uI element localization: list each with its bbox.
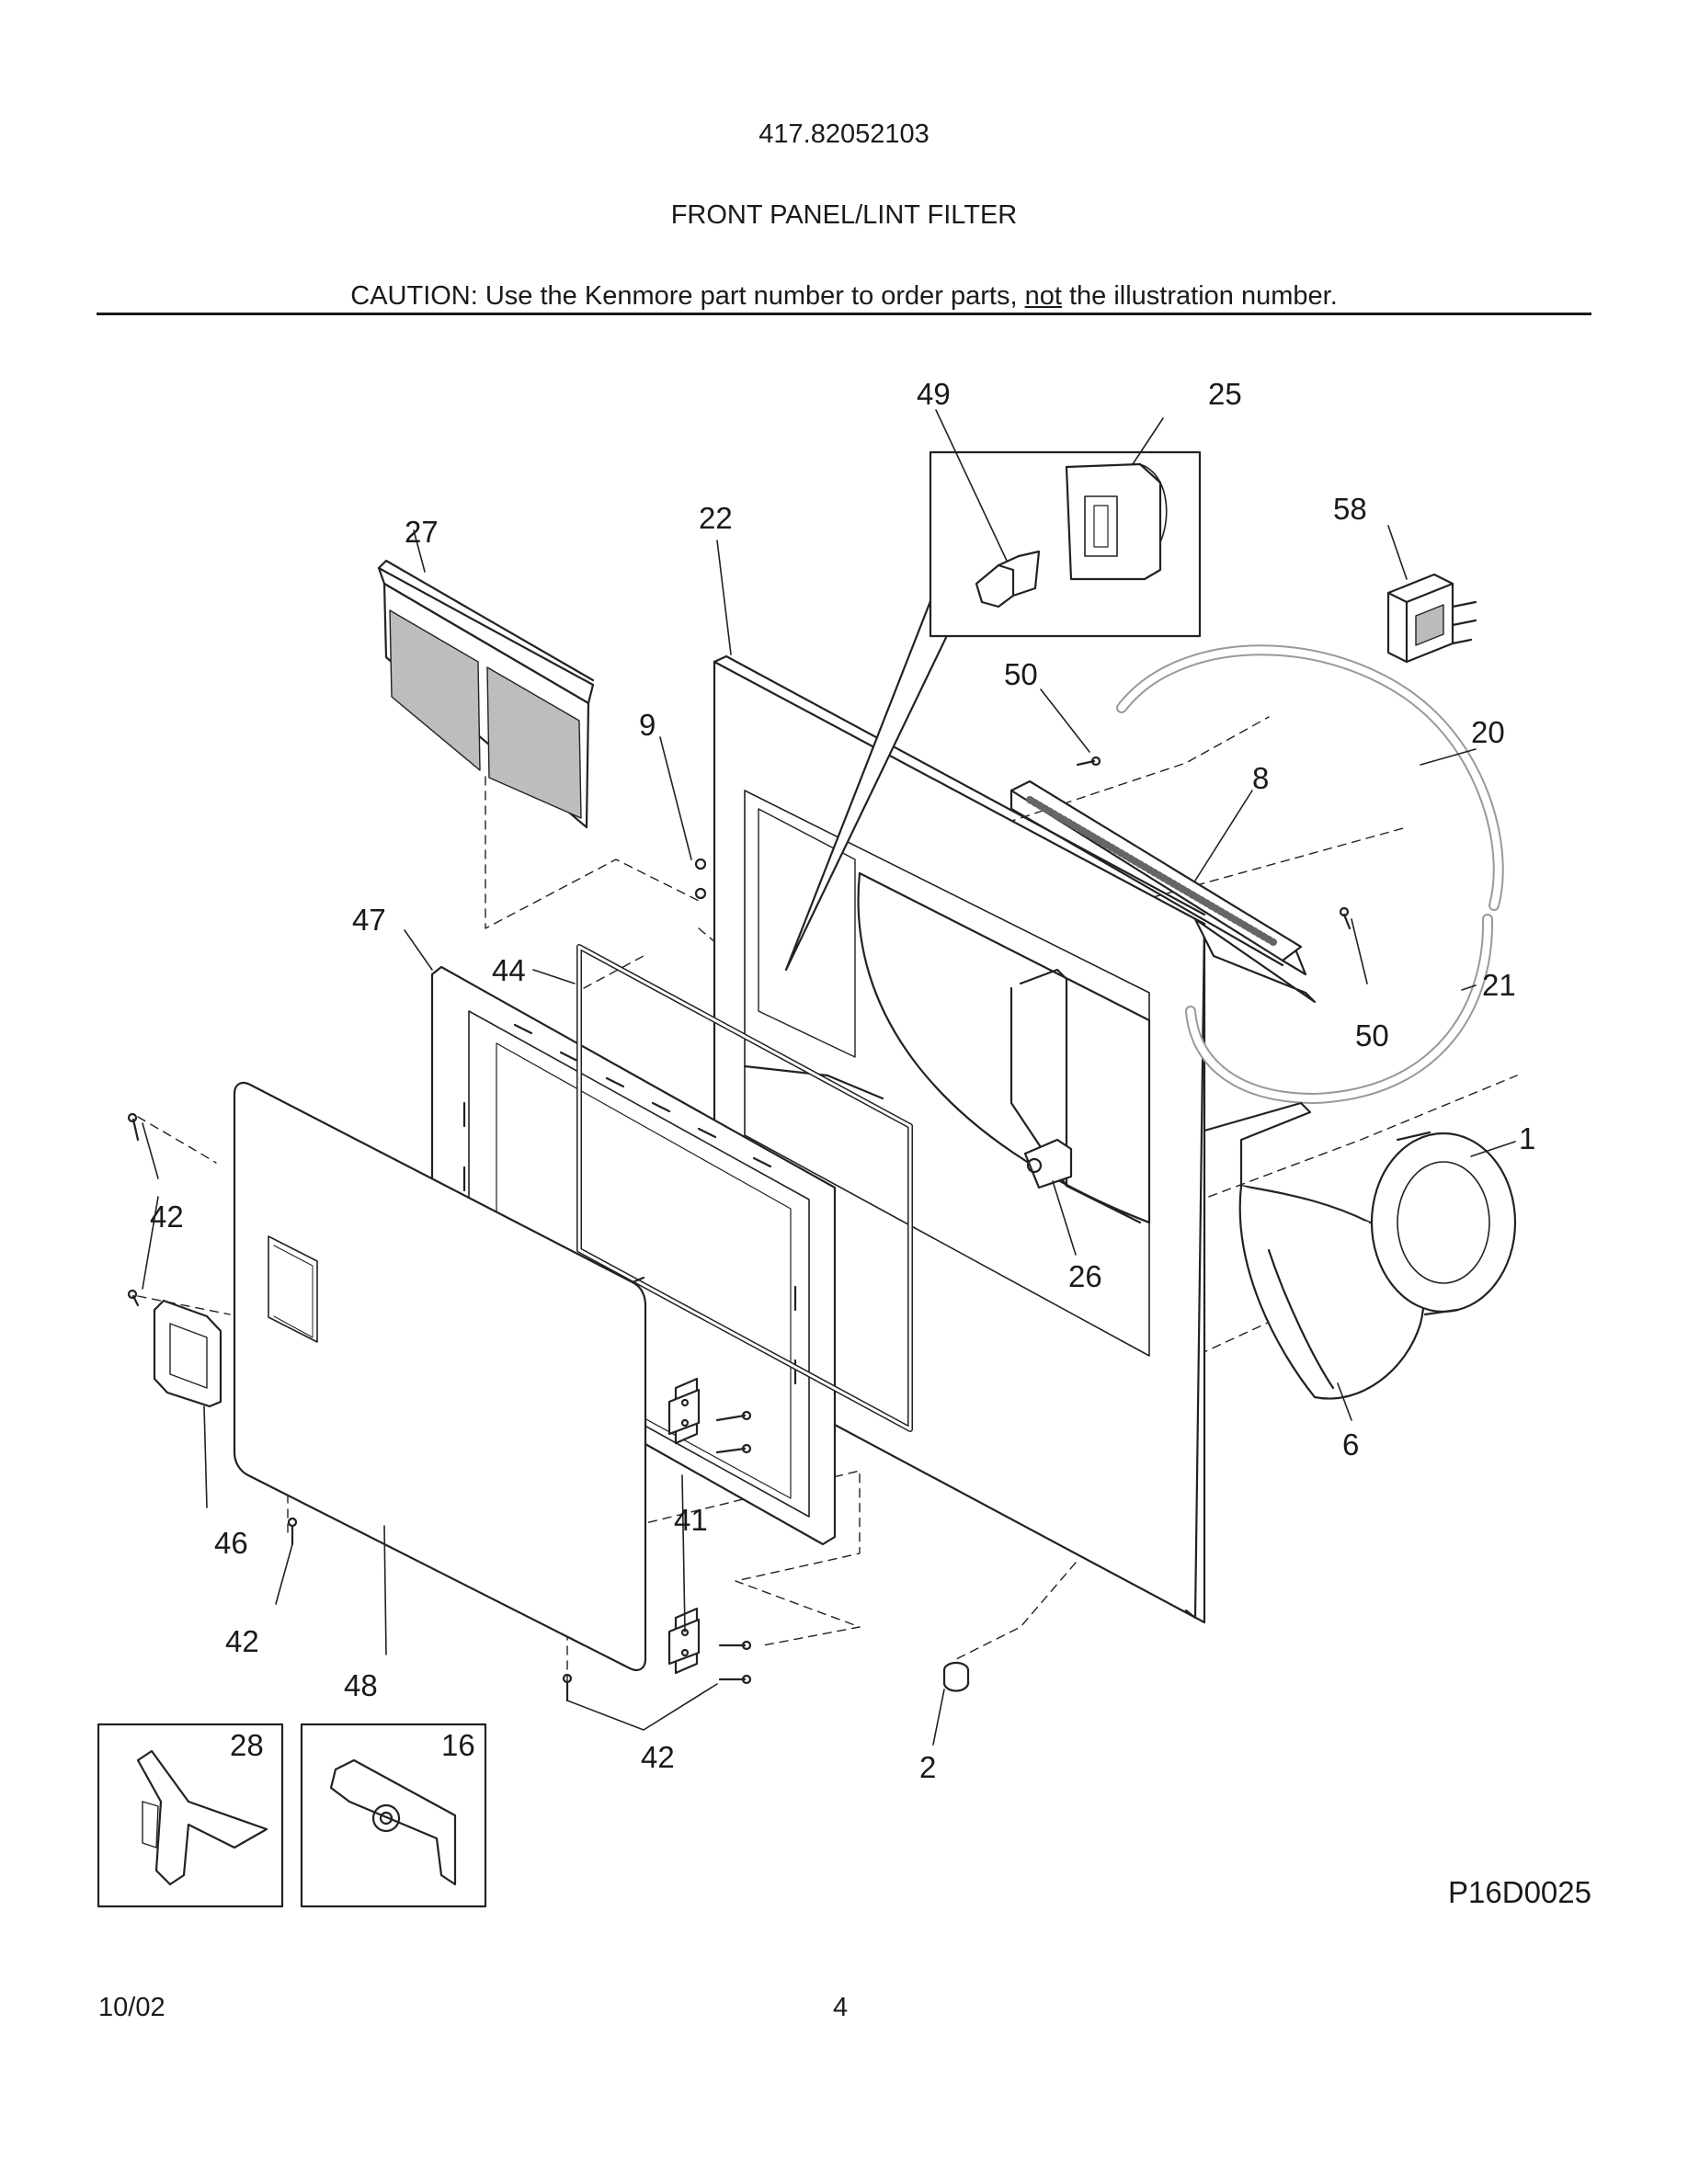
model-number: 417.82052103 — [758, 119, 930, 149]
callout-25: 25 — [1208, 377, 1242, 411]
caution-note: CAUTION: Use the Kenmore part number to … — [0, 281, 1688, 312]
callout-41: 41 — [674, 1503, 708, 1537]
clip-part-9 — [694, 858, 707, 900]
callout-28: 28 — [230, 1728, 264, 1762]
callout-27: 27 — [405, 515, 439, 549]
callout-22: 22 — [699, 501, 733, 535]
callout-42-bottom-left: 42 — [225, 1624, 259, 1658]
callout-47: 47 — [352, 903, 386, 937]
callout-20: 20 — [1471, 715, 1505, 749]
door-panel-part-48 — [233, 1081, 647, 1672]
screws-part-42-50 — [127, 756, 1352, 1702]
blower-ring-part-1 — [1370, 1131, 1517, 1316]
drum-seal-part-20 — [1116, 644, 1504, 911]
foot-part-2 — [942, 1661, 970, 1692]
footer-page-number: 4 — [833, 1993, 849, 2022]
callout-9: 9 — [639, 708, 656, 742]
lint-filter-part-27 — [377, 559, 595, 829]
callout-42-bottom: 42 — [641, 1740, 675, 1774]
hinge-part-41 — [667, 1377, 701, 1675]
callout-58: 58 — [1333, 492, 1367, 526]
callout-26: 26 — [1068, 1259, 1102, 1293]
leader-lines — [142, 409, 1516, 1746]
callout-1: 1 — [1519, 1121, 1535, 1155]
callout-50-right: 50 — [1355, 1018, 1389, 1052]
caution-suffix: the illustration number. — [1061, 281, 1338, 311]
callout-48: 48 — [344, 1668, 378, 1702]
switch-bracket-part-26 — [1009, 968, 1142, 1224]
callout-42-left: 42 — [150, 1200, 184, 1234]
header-rule — [97, 313, 1591, 315]
callout-44: 44 — [492, 953, 526, 987]
lint-duct-part-8 — [1009, 779, 1317, 1004]
callout-16: 16 — [441, 1728, 475, 1762]
section-title: FRONT PANEL/LINT FILTER — [670, 200, 1018, 230]
callout-8: 8 — [1252, 761, 1269, 795]
callout-2: 2 — [919, 1750, 936, 1784]
drum-seal-part-21 — [1185, 914, 1494, 1104]
door-gasket-part-44 — [576, 944, 913, 1432]
door-switch-part-58 — [1386, 573, 1477, 664]
caution-prefix: CAUTION: Use the Kenmore part number to … — [350, 281, 1025, 311]
callout-labels: 1 2 6 8 9 16 20 21 22 25 26 27 28 41 42 … — [150, 377, 1535, 1784]
inset-box-part-16 — [300, 1723, 487, 1908]
footer-date: 10/02 — [98, 1993, 165, 2022]
door-handle-part-46 — [153, 1299, 222, 1408]
inset-box-part-28 — [97, 1723, 284, 1908]
figure-code: P16D0025 — [1448, 1875, 1591, 1909]
caution-emphasis: not — [1024, 281, 1062, 311]
front-panel-part-22 — [713, 654, 1206, 1624]
callout-46: 46 — [214, 1526, 248, 1560]
inset-detail-box — [784, 450, 1202, 972]
callout-50-top: 50 — [1004, 657, 1038, 691]
callout-49: 49 — [917, 377, 951, 411]
callout-6: 6 — [1342, 1428, 1359, 1462]
callout-21: 21 — [1482, 968, 1516, 1002]
